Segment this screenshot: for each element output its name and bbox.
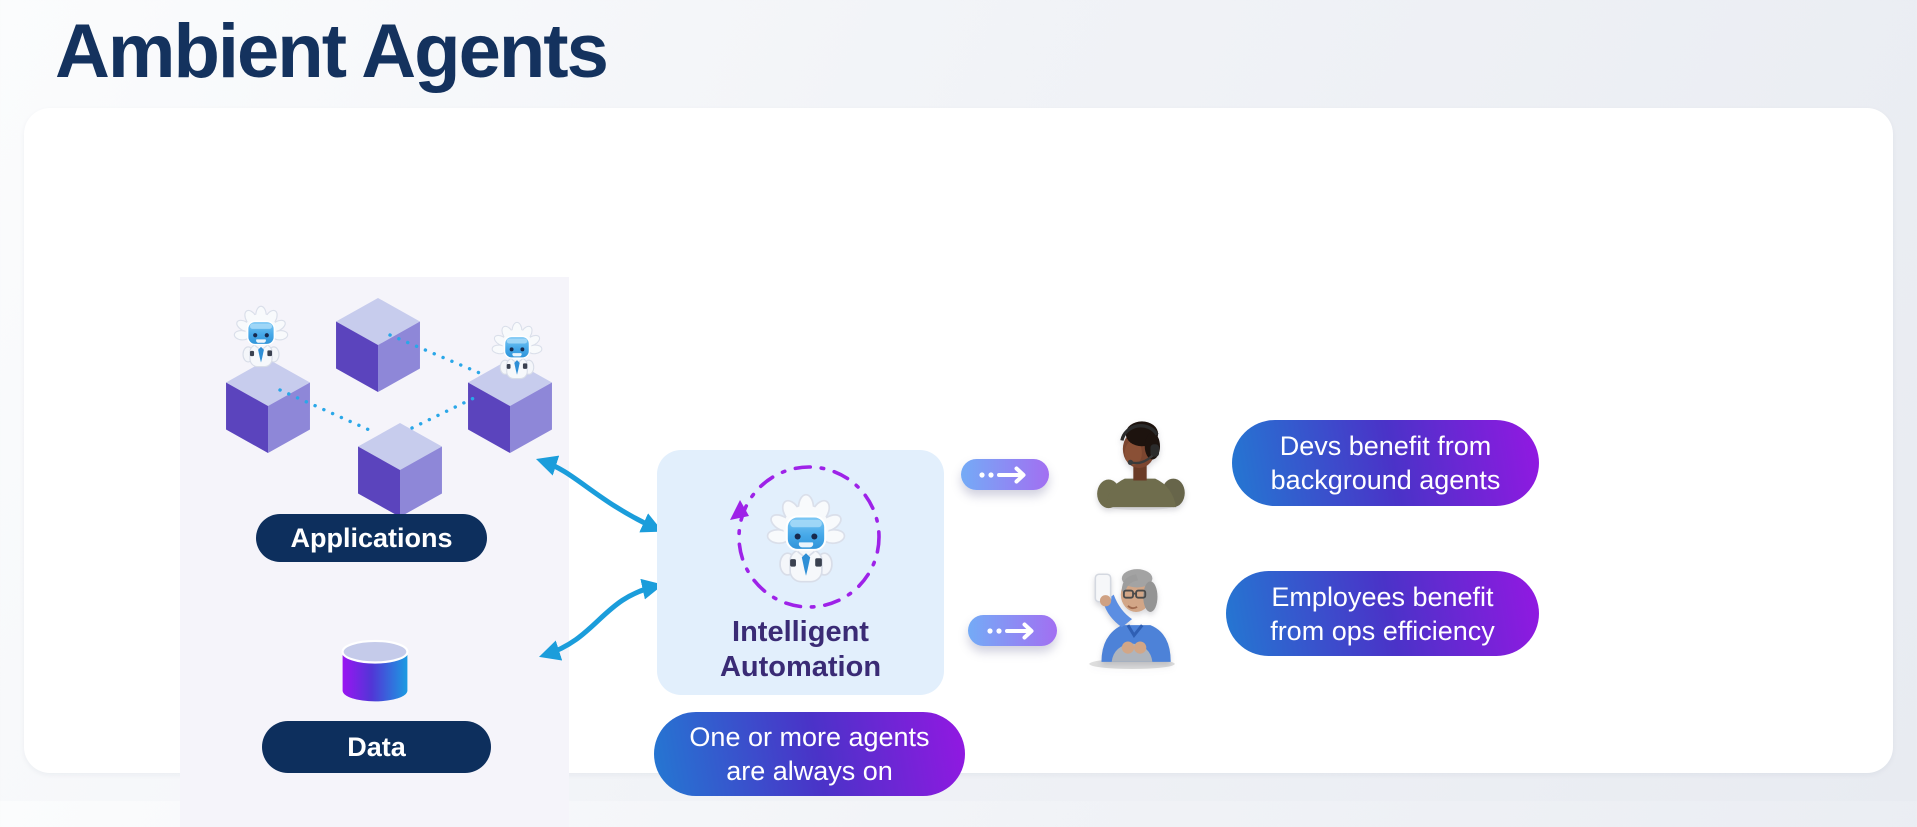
devs-benefit-line2: background agents [1270,465,1501,495]
devs-benefit-line1: Devs benefit from [1279,431,1492,461]
devs-benefit-pill: Devs benefit from background agents [1232,420,1539,506]
data-label: Data [347,731,406,762]
intelligent-automation-line1: Intelligent [732,616,869,648]
isometric-cube-icon [336,298,420,392]
application-network-graphic [226,298,552,517]
diagram-card: Applications Data Intelligent Automation [24,108,1893,827]
intelligent-automation-label: Intelligent Automation [657,615,944,685]
einstein-robot-icon [765,493,847,583]
exchange-arrow-bottom [539,578,664,661]
intelligent-automation-line2: Automation [719,651,882,683]
rotation-arrowhead-icon [730,500,749,520]
page-title: Ambient Agents [55,9,609,94]
employees-benefit-line1: Employees benefit [1271,581,1494,612]
applications-label-pill: Applications [256,514,487,562]
always-on-line2: are always on [726,756,893,786]
dashed-rotation-circle-icon [737,465,881,609]
applications-label: Applications [290,522,453,553]
always-on-line1: One or more agents [689,722,930,752]
data-label-pill: Data [262,721,491,773]
woman-with-headset-photo [1095,419,1187,510]
database-cylinder-icon [341,639,409,703]
dotted-link-lines [278,333,484,435]
einstein-robot-icon [233,305,289,368]
exchange-arrow-top [536,455,663,533]
employees-benefit-pill: Employees benefit from ops efficiency [1226,571,1539,656]
intelligent-automation-box: Intelligent Automation [657,450,944,695]
double-headed-curved-arrows-icon [536,455,664,661]
agent-rotation-graphic [730,465,881,609]
dots-arrow-right-icon [984,622,1033,639]
flow-arrow-pill-employees [968,615,1057,646]
ambient-agents-slide: Ambient Agents Applications Data [24,9,1893,827]
dots-arrow-right-icon [977,466,1026,483]
isometric-cube-icon [226,359,310,453]
always-on-caption-pill: One or more agents are always on [654,712,965,796]
woman-with-phone-photo [1087,567,1177,670]
flow-arrow-pill-devs [961,459,1049,490]
employees-benefit-line2: from ops efficiency [1270,615,1495,646]
isometric-cube-icon [358,423,442,517]
